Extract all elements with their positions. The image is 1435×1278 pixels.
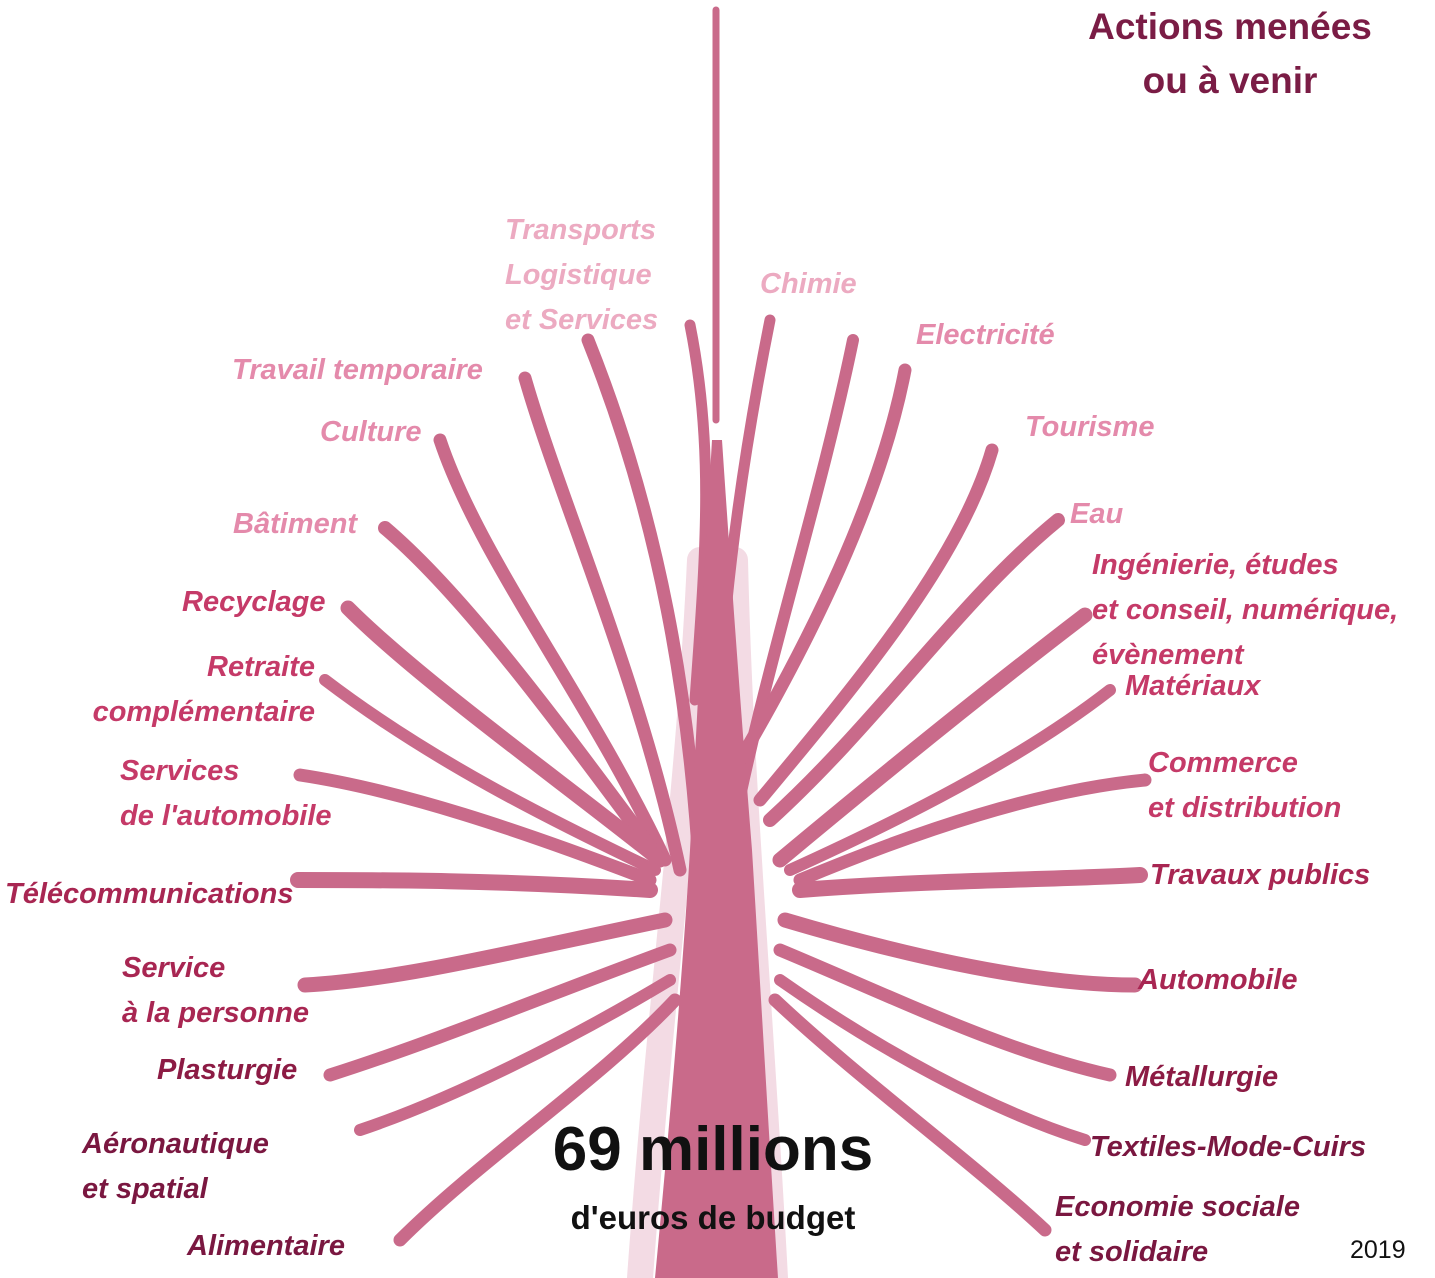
label-plasturgie: Plasturgie [157, 1054, 298, 1086]
label-transports: Transports Logistique et Services [505, 214, 659, 336]
label-travail-temporaire: Travail temporaire [232, 354, 483, 386]
label-tourisme: Tourisme [1025, 411, 1155, 443]
label-economie-sociale: Economie sociale et solidaire [1055, 1191, 1300, 1268]
label-culture: Culture [320, 416, 422, 448]
label-chimie: Chimie [760, 268, 857, 300]
label-electricite: Electricité [916, 319, 1055, 351]
label-travaux-publics: Travaux publics [1150, 859, 1371, 891]
label-eau: Eau [1070, 498, 1124, 530]
label-metallurgie: Métallurgie [1125, 1061, 1279, 1093]
label-telecommunications: Télécommunications [5, 878, 294, 910]
label-recyclage: Recyclage [182, 586, 326, 618]
tree-trunk [655, 440, 778, 1278]
label-commerce: Commerce et distribution [1148, 747, 1342, 824]
label-retraite: Retraite complémentaire [92, 651, 315, 728]
label-batiment: Bâtiment [233, 508, 358, 540]
budget-label: d'euros de budget [570, 1199, 856, 1236]
label-ingenierie: Ingénierie, études et conseil, numérique… [1092, 549, 1399, 671]
page-title: Actions menées ou à venir [1088, 6, 1372, 101]
label-services-automobile: Services de l'automobile [120, 755, 332, 832]
budget-amount: 69 millions [552, 1115, 874, 1184]
label-aeronautique: Aéronautique et spatial [82, 1128, 269, 1205]
label-textiles: Textiles-Mode-Cuirs [1090, 1131, 1367, 1163]
label-alimentaire: Alimentaire [187, 1230, 345, 1262]
year-label: 2019 [1350, 1236, 1406, 1264]
label-automobile: Automobile [1138, 964, 1298, 996]
label-materiaux: Matériaux [1125, 670, 1261, 702]
label-service-personne: Service à la personne [122, 952, 309, 1029]
